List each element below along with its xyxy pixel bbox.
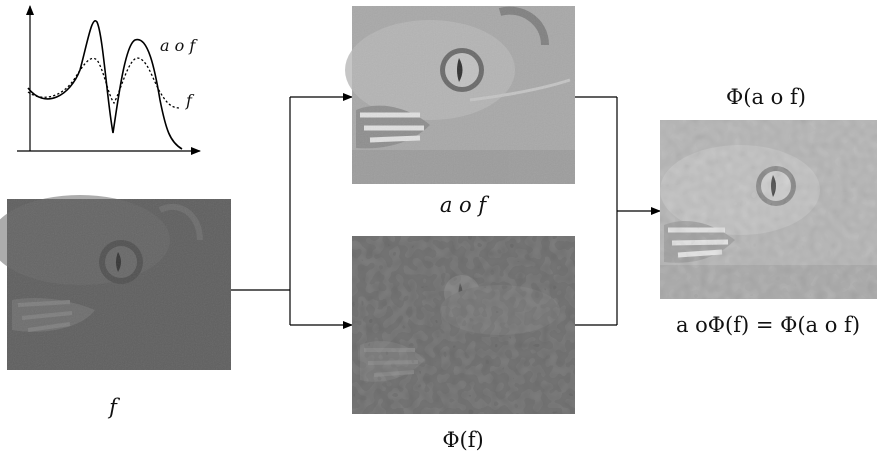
curve-plot: a ο f f <box>17 5 201 155</box>
curve-a-of-f <box>27 20 183 150</box>
connectors <box>231 93 661 329</box>
title-result: Φ(a ο f) <box>726 85 806 109</box>
curve-f <box>27 57 181 109</box>
image-phi-f: Φ(f) <box>352 236 575 452</box>
image-input-f: f <box>0 195 231 419</box>
image-result: Φ(a ο f) a οΦ(f) = Φ(a ο f) <box>660 85 877 337</box>
caption-input-f: f <box>107 395 120 419</box>
caption-a-of-f: a ο f <box>440 193 490 217</box>
curve-label-top: a ο f <box>160 36 198 55</box>
caption-phi-f: Φ(f) <box>442 428 483 452</box>
image-a-of-f: a ο f <box>345 6 575 217</box>
curve-label-bottom: f <box>185 91 195 110</box>
caption-result: a οΦ(f) = Φ(a ο f) <box>676 313 860 337</box>
